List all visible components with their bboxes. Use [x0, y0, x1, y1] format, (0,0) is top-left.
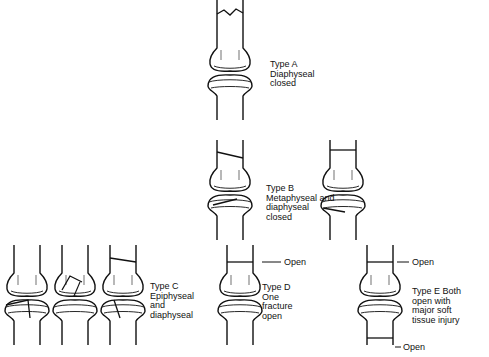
- open-label: Open: [403, 343, 433, 353]
- type-label: Type B Metaphyseal and diaphyseal closed: [266, 184, 336, 222]
- type-label: Type C Epiphyseal and diaphyseal: [150, 282, 202, 320]
- open-label: Open: [412, 258, 442, 268]
- type-label: Type A Diaphyseal closed: [270, 60, 320, 89]
- open-label: Open: [284, 258, 314, 268]
- type-label: Type D One fracture open: [262, 283, 304, 321]
- type-label: Type E Both open with major soft tissue …: [412, 287, 467, 325]
